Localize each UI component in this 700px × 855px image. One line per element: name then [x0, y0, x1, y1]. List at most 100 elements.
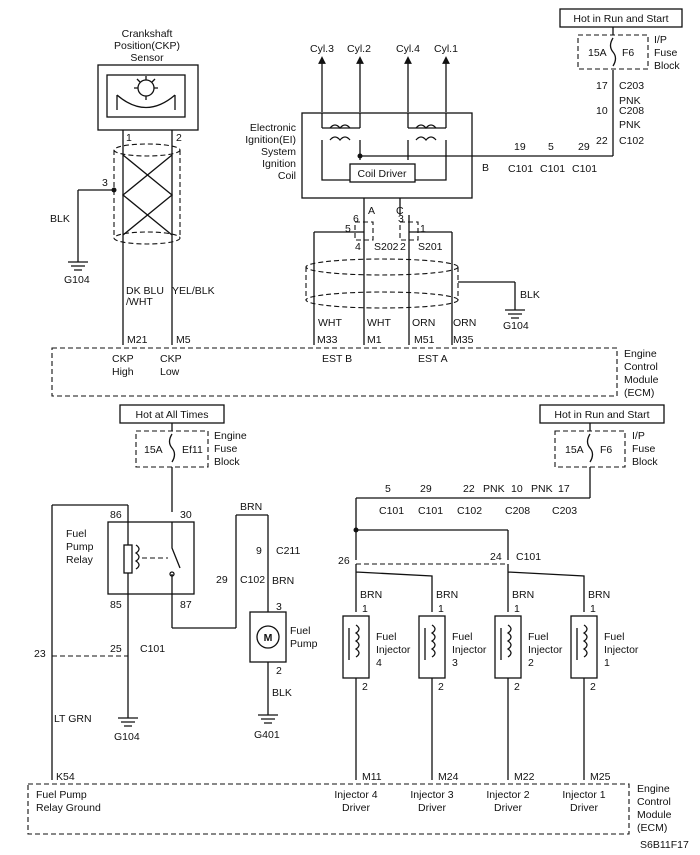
- svg-text:BLK: BLK: [272, 687, 292, 699]
- ecm-bottom: Engine Control Module (ECM) K54 Fuel Pum…: [27, 771, 672, 835]
- svg-text:C: C: [396, 205, 404, 217]
- svg-text:C203: C203: [619, 80, 644, 92]
- svg-text:/WHT: /WHT: [126, 296, 153, 308]
- svg-text:Ignition(EI): Ignition(EI): [245, 134, 296, 146]
- svg-text:5: 5: [345, 223, 351, 235]
- svg-text:Injector: Injector: [376, 644, 411, 656]
- svg-text:M51: M51: [414, 334, 435, 346]
- svg-text:10: 10: [596, 105, 608, 117]
- svg-text:Injector 4: Injector 4: [334, 789, 377, 801]
- svg-text:WHT: WHT: [367, 317, 391, 329]
- svg-text:M1: M1: [367, 334, 382, 346]
- svg-text:2: 2: [528, 657, 534, 669]
- svg-text:C102: C102: [457, 505, 482, 517]
- svg-text:EST B: EST B: [322, 353, 352, 365]
- svg-text:Cyl.3: Cyl.3: [310, 43, 334, 55]
- svg-text:9: 9: [256, 545, 262, 557]
- svg-text:17: 17: [596, 80, 608, 92]
- svg-text:Fuel: Fuel: [452, 631, 472, 643]
- svg-text:Block: Block: [632, 456, 658, 468]
- svg-text:Fuel: Fuel: [66, 528, 86, 540]
- svg-text:ORN: ORN: [412, 317, 435, 329]
- svg-text:Low: Low: [160, 366, 180, 378]
- svg-text:C208: C208: [619, 105, 644, 117]
- svg-text:Injector: Injector: [604, 644, 639, 656]
- ckp-sensor: Crankshaft Position(CKP) Sensor 1 2: [97, 28, 199, 345]
- svg-text:K54: K54: [56, 771, 75, 783]
- svg-text:Fuel: Fuel: [376, 631, 396, 643]
- svg-text:2: 2: [176, 132, 182, 144]
- svg-text:Cyl.2: Cyl.2: [347, 43, 371, 55]
- svg-text:10: 10: [511, 483, 523, 495]
- svg-text:Coil: Coil: [278, 170, 296, 182]
- svg-text:PNK: PNK: [619, 119, 641, 131]
- svg-text:3: 3: [398, 213, 404, 225]
- svg-text:Fuse: Fuse: [654, 47, 678, 59]
- svg-text:YEL/BLK: YEL/BLK: [172, 285, 215, 297]
- svg-text:C101: C101: [379, 505, 404, 517]
- svg-text:PNK: PNK: [531, 483, 553, 495]
- svg-text:6: 6: [353, 213, 359, 225]
- svg-text:G104: G104: [64, 274, 90, 286]
- svg-text:C208: C208: [505, 505, 530, 517]
- svg-text:Electronic: Electronic: [250, 122, 296, 134]
- svg-text:Injector: Injector: [452, 644, 487, 656]
- svg-text:5: 5: [548, 141, 554, 153]
- svg-text:Block: Block: [654, 60, 680, 72]
- svg-text:Control: Control: [624, 361, 658, 373]
- injector-feed: 5 29 22 PNK 10 PNK 17 C101 C101 C102 C20…: [338, 483, 610, 615]
- svg-text:86: 86: [110, 509, 122, 521]
- svg-text:Injector 3: Injector 3: [410, 789, 453, 801]
- svg-text:G401: G401: [254, 729, 280, 741]
- svg-text:PNK: PNK: [619, 95, 641, 107]
- svg-text:System: System: [261, 146, 296, 158]
- svg-text:High: High: [112, 366, 134, 378]
- svg-text:3: 3: [102, 177, 108, 189]
- svg-text:4: 4: [376, 657, 382, 669]
- svg-text:BRN: BRN: [240, 501, 262, 513]
- svg-text:Hot at All Times: Hot at All Times: [136, 409, 209, 421]
- svg-text:Engine: Engine: [637, 783, 670, 795]
- svg-text:Ef11: Ef11: [182, 444, 203, 456]
- svg-text:Pump: Pump: [66, 541, 94, 553]
- svg-text:15A: 15A: [565, 444, 584, 456]
- svg-text:2: 2: [400, 241, 406, 253]
- svg-text:EST A: EST A: [418, 353, 448, 365]
- svg-text:15A: 15A: [144, 444, 163, 456]
- svg-text:M: M: [264, 632, 273, 644]
- svg-text:5: 5: [385, 483, 391, 495]
- svg-text:CKP: CKP: [160, 353, 182, 365]
- injector-4: Fuel Injector 4 2: [342, 615, 411, 780]
- svg-text:1: 1: [514, 603, 520, 615]
- svg-text:M25: M25: [590, 771, 611, 783]
- svg-text:2: 2: [590, 681, 596, 693]
- ecm-top: Engine Control Module (ECM) M21 M5 CKP H…: [51, 334, 659, 399]
- svg-text:Fuel: Fuel: [290, 625, 310, 637]
- fuse-f6-top: Hot in Run and Start 15A F6 I/P Fuse Blo…: [559, 8, 683, 72]
- svg-text:M24: M24: [438, 771, 459, 783]
- svg-text:3: 3: [276, 601, 282, 613]
- svg-text:BRN: BRN: [588, 589, 610, 601]
- figure-id: S6B11F17: [640, 839, 689, 851]
- svg-text:23: 23: [34, 648, 46, 660]
- est-wiring: 6 3 5 1 4 2 S202 S201 BLK G104 WHT WHT O…: [305, 213, 540, 345]
- svg-text:1: 1: [590, 603, 596, 615]
- svg-text:87: 87: [180, 599, 192, 611]
- svg-text:2: 2: [514, 681, 520, 693]
- svg-text:C101: C101: [140, 643, 165, 655]
- svg-text:Pump: Pump: [290, 638, 318, 650]
- svg-text:Fuel: Fuel: [528, 631, 548, 643]
- svg-text:M11: M11: [362, 771, 382, 783]
- svg-text:Sensor: Sensor: [130, 52, 164, 64]
- svg-text:BRN: BRN: [512, 589, 534, 601]
- svg-text:22: 22: [596, 135, 608, 147]
- svg-text:(ECM): (ECM): [624, 387, 654, 399]
- svg-text:Driver: Driver: [418, 802, 447, 814]
- svg-text:29: 29: [216, 574, 228, 586]
- svg-text:3: 3: [452, 657, 458, 669]
- injector-2: Fuel Injector 2 2: [494, 615, 563, 780]
- svg-text:24: 24: [490, 551, 502, 563]
- svg-text:C101: C101: [508, 163, 533, 175]
- svg-text:C101: C101: [540, 163, 565, 175]
